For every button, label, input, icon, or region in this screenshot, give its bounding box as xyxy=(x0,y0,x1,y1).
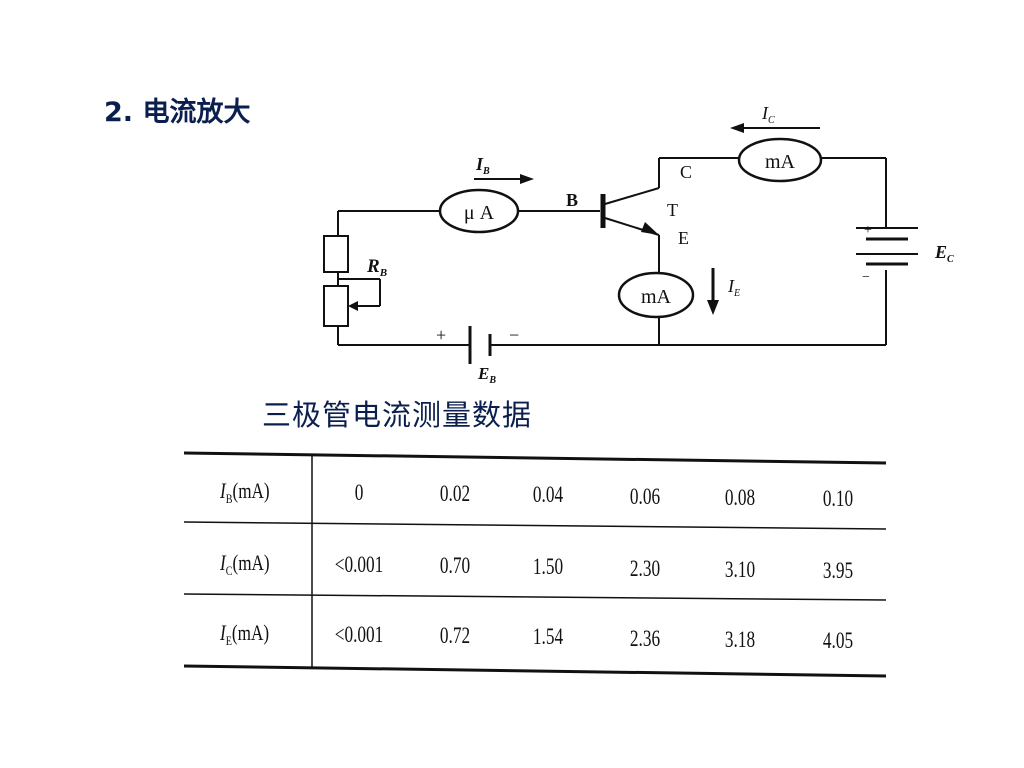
table-cell: 0.04 xyxy=(532,482,564,508)
table-cell: 0.72 xyxy=(439,623,471,649)
table-cell: 1.54 xyxy=(532,624,564,650)
base-label: B xyxy=(566,190,578,210)
milliammeter-emitter xyxy=(617,271,695,319)
eb-label: EB xyxy=(477,364,496,386)
row-subscript: E xyxy=(225,633,232,648)
table-cell: 1.50 xyxy=(532,554,564,580)
row-symbol: I xyxy=(220,620,226,645)
ic-arrow-icon xyxy=(730,123,820,133)
ec-plus: + xyxy=(864,223,872,238)
row-unit: (mA) xyxy=(232,478,270,503)
row-header: IB(mA) xyxy=(220,478,270,506)
milliammeter-emitter-label: mA xyxy=(641,286,672,308)
table-cell: 0 xyxy=(354,480,364,505)
microammeter-label: μ A xyxy=(464,202,495,224)
table-cell: 4.05 xyxy=(822,628,854,653)
table-cell: <0.001 xyxy=(334,552,384,577)
rheostat-wiper xyxy=(338,278,381,307)
ec-label: EC xyxy=(934,242,954,265)
table-cell: 0.06 xyxy=(629,483,661,509)
table-cell: 3.10 xyxy=(724,556,756,582)
rb-label: RB xyxy=(366,256,387,279)
row-unit: (mA) xyxy=(232,550,270,575)
table-cell: 0.08 xyxy=(724,484,756,510)
milliammeter-collector-label: mA xyxy=(765,151,796,173)
eb-minus: − xyxy=(509,325,519,345)
row-symbol: I xyxy=(220,478,226,503)
row-unit: (mA) xyxy=(231,620,270,645)
resistor-variable xyxy=(323,285,349,327)
table-cell: 2.36 xyxy=(629,625,661,651)
row-subscript: B xyxy=(225,491,233,506)
row-header: IE(mA) xyxy=(220,620,270,648)
table-cell: 0.10 xyxy=(822,486,854,511)
table-cell: 2.30 xyxy=(629,555,661,581)
collector-label: C xyxy=(680,162,692,182)
rheostat-arrow-icon xyxy=(348,301,358,311)
eb-plus: + xyxy=(436,325,446,345)
battery-eb xyxy=(468,326,492,364)
table-cell: 0.02 xyxy=(439,481,471,507)
table-cell: 3.18 xyxy=(724,626,756,652)
table-cell: 3.95 xyxy=(822,558,854,583)
emitter-label: E xyxy=(678,228,689,248)
milliammeter-collector xyxy=(737,137,823,183)
ib-arrow-icon xyxy=(474,174,534,184)
row-subscript: C xyxy=(225,563,233,578)
resistor-fixed xyxy=(323,235,349,273)
battery-ec xyxy=(856,227,918,266)
table-cell: 0.70 xyxy=(439,553,471,579)
ib-label: IB xyxy=(475,154,490,177)
circuit-diagram: μ A mA mA B C T E RB + − EB + xyxy=(323,103,954,386)
microammeter xyxy=(438,188,520,234)
slide-title: 2. 电流放大 xyxy=(104,97,251,128)
row-header: IC(mA) xyxy=(220,550,270,578)
table-cell: <0.001 xyxy=(334,622,384,647)
ie-arrow-icon xyxy=(707,268,719,315)
table-caption: 三极管电流测量数据 xyxy=(262,398,533,432)
ec-minus: − xyxy=(862,270,870,285)
transistor-symbol xyxy=(600,187,660,236)
row-symbol: I xyxy=(220,550,226,575)
ie-label: IE xyxy=(727,276,740,299)
ic-label: IC xyxy=(761,103,775,126)
transistor-label: T xyxy=(667,200,678,220)
